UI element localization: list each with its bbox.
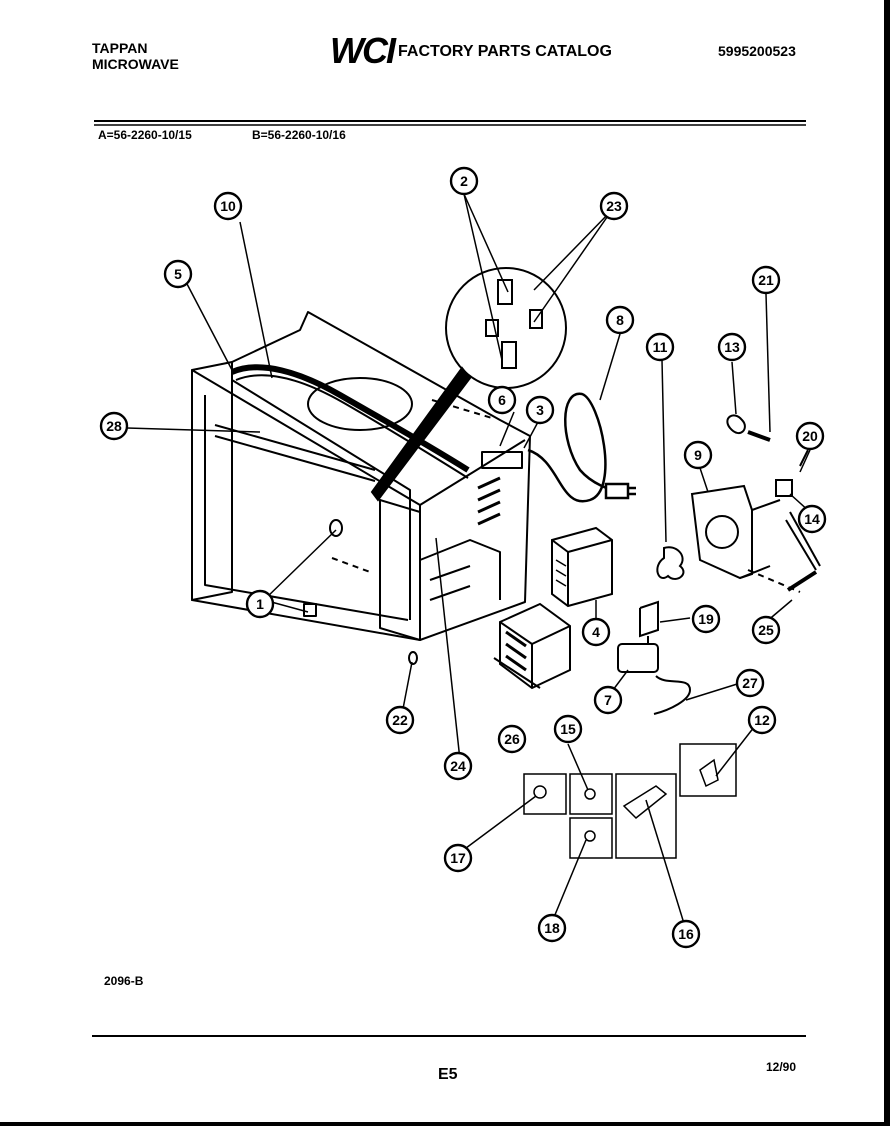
svg-text:18: 18	[544, 920, 560, 936]
brand-line-1: TAPPAN	[92, 40, 148, 56]
callout-25: 25	[751, 615, 781, 645]
callout-19: 19	[691, 604, 721, 634]
svg-text:25: 25	[758, 622, 774, 638]
svg-text:21: 21	[758, 272, 774, 288]
callout-17: 17	[443, 843, 473, 873]
callout-4: 4	[581, 617, 611, 647]
cabinet-assembly	[191, 311, 531, 665]
callout-21: 21	[751, 265, 781, 295]
svg-text:8: 8	[616, 312, 624, 328]
svg-text:19: 19	[698, 611, 714, 627]
callout-14: 14	[797, 504, 827, 534]
svg-text:20: 20	[802, 428, 818, 444]
svg-text:23: 23	[606, 198, 622, 214]
callout-1: 1	[245, 589, 275, 619]
small-parts-boxes	[523, 743, 737, 859]
transformer	[493, 602, 571, 690]
callout-5: 5	[163, 259, 193, 289]
callout-7: 7	[593, 685, 623, 715]
svg-text:9: 9	[694, 447, 702, 463]
callout-27: 27	[735, 668, 765, 698]
svg-text:16: 16	[678, 926, 694, 942]
brand-line-2: MICROWAVE	[92, 56, 179, 72]
svg-text:4: 4	[592, 624, 600, 640]
callout-10: 10	[213, 191, 243, 221]
leader-lines	[125, 193, 811, 931]
drawing-reference: 2096-B	[104, 974, 144, 988]
callout-20: 20	[795, 421, 825, 451]
callout-3: 3	[525, 395, 555, 425]
svg-text:6: 6	[498, 392, 506, 408]
svg-text:11: 11	[653, 339, 668, 355]
model-b: B=56-2260-10/16	[252, 128, 346, 142]
callout-13: 13	[717, 332, 747, 362]
brand-heading: TAPPAN MICROWAVE	[92, 40, 179, 72]
svg-text:24: 24	[450, 758, 466, 774]
callout-16: 16	[671, 919, 701, 949]
svg-text:27: 27	[742, 675, 758, 691]
svg-text:7: 7	[604, 692, 612, 708]
svg-text:10: 10	[220, 198, 236, 214]
power-cord	[527, 392, 636, 503]
svg-text:17: 17	[450, 850, 466, 866]
svg-text:28: 28	[106, 418, 122, 434]
catalog-number: 5995200523	[718, 43, 796, 59]
svg-text:22: 22	[392, 712, 408, 728]
fan-and-bracket	[331, 399, 821, 715]
catalog-title: FACTORY PARTS CATALOG	[398, 43, 612, 60]
wci-logo: WCI	[330, 30, 396, 71]
callout-24: 24	[443, 751, 473, 781]
callout-23: 23	[599, 191, 629, 221]
revision-date: 12/90	[766, 1060, 797, 1074]
svg-text:26: 26	[504, 731, 520, 747]
svg-text:2: 2	[460, 173, 468, 189]
callout-2: 2	[449, 166, 479, 196]
callout-18: 18	[537, 913, 567, 943]
callout-12: 12	[747, 705, 777, 735]
svg-text:12: 12	[754, 712, 770, 728]
callout-15: 15	[553, 714, 583, 744]
model-a: A=56-2260-10/15	[98, 128, 192, 142]
callout-28: 28	[99, 411, 129, 441]
callout-26: 26	[497, 724, 527, 754]
svg-text:5: 5	[174, 266, 182, 282]
svg-text:14: 14	[804, 511, 820, 527]
callout-22: 22	[385, 705, 415, 735]
interlock-detail	[370, 267, 567, 502]
callout-6: 6	[487, 385, 517, 415]
page-number: E5	[438, 1066, 458, 1083]
magnetron	[551, 526, 613, 608]
svg-text:13: 13	[724, 339, 740, 355]
svg-text:15: 15	[560, 721, 576, 737]
callout-9: 9	[683, 440, 713, 470]
svg-text:1: 1	[256, 596, 264, 612]
callout-11: 11	[645, 332, 675, 362]
svg-text:3: 3	[536, 402, 544, 418]
callout-8: 8	[605, 305, 635, 335]
